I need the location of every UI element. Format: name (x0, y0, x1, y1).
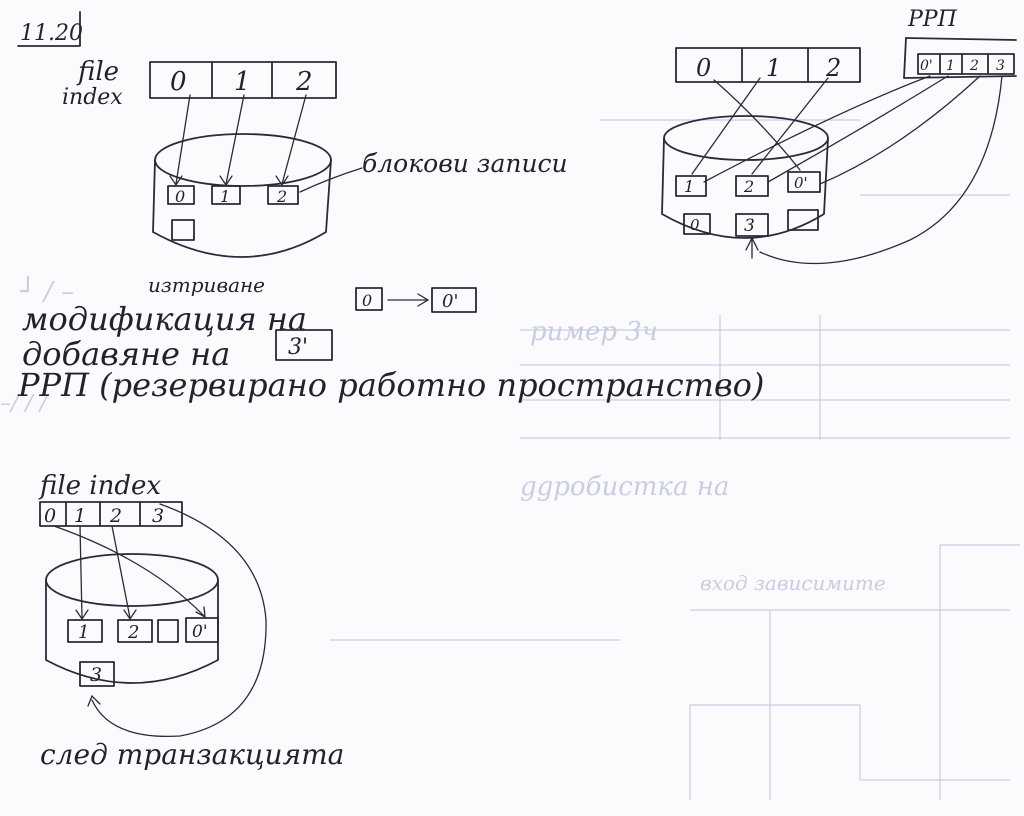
svg-text:┘ ∕ –: ┘ ∕ – (19, 275, 74, 307)
disk-block-2: 2 (276, 187, 287, 206)
file-index-array-right: 0 1 2 (675, 47, 861, 83)
bottom-index-cell-2: 2 (109, 505, 122, 527)
right-index-cell-1: 1 (766, 54, 781, 82)
index-label: index (62, 85, 123, 110)
bottom-disk-cylinder (45, 553, 219, 684)
right-block-2: 2 (743, 177, 754, 196)
top-right-diagram: РРП 0 1 2 0' 1 2 3 1 (661, 7, 1017, 265)
bottom-block-0prime: 0' (192, 622, 208, 642)
rrp-array: 0' 1 2 3 (903, 37, 1017, 79)
bottom-disk-blocks: 1 2 0' 3 (67, 617, 219, 687)
addition-line: добавяне на (22, 335, 230, 373)
right-block-1: 1 (684, 177, 694, 196)
bottom-block-2: 2 (127, 622, 139, 643)
mod-to-box (431, 287, 477, 313)
bottom-diagram: file index 0 1 2 3 1 2 0' 3 (38, 471, 344, 771)
top-left-diagram: file index 0 1 2 0 1 2 (62, 57, 568, 258)
rrp-definition-line: РРП (резервирано работно пространство) (17, 366, 764, 404)
disk-cylinder (152, 133, 332, 258)
add-box (275, 329, 333, 361)
bottom-block-3: 3 (90, 664, 102, 686)
after-transaction-caption: след транзакцията (40, 738, 344, 771)
add-box-text: 3' (288, 335, 308, 360)
disk-block-1: 1 (220, 187, 230, 206)
rrp-label: РРП (907, 7, 958, 32)
right-index-cell-2: 2 (825, 54, 841, 82)
bottom-index-cell-1: 1 (74, 505, 86, 527)
index-cell-1: 1 (234, 67, 251, 97)
pointer-arrows (169, 94, 307, 187)
disk-blocks: 0 1 2 (167, 185, 299, 241)
rrp-cell-0: 0' (920, 58, 933, 74)
bleed-through-background: ┘ ∕ – –∕ ∕ ∕ ример 3ч ggробистка на вход… (0, 119, 1020, 800)
pointer-arrows-right (691, 75, 1003, 265)
svg-text:ggробистка на: ggробистка на (520, 472, 729, 502)
problem-number: 11.20 (17, 11, 83, 47)
annotation-leader (299, 167, 363, 193)
svg-text:вход зависимите: вход зависимите (700, 571, 886, 595)
bottom-index-cell-3: 3 (152, 505, 164, 527)
svg-text:–∕ ∕ ∕: –∕ ∕ ∕ (0, 391, 50, 416)
mod-from: 0 (362, 291, 372, 310)
mod-to: 0' (442, 291, 458, 312)
index-cell-2: 2 (295, 67, 313, 97)
bottom-file-index-label: file index (38, 471, 161, 501)
rrp-cell-1: 1 (946, 58, 955, 74)
block-records-annotation: блокови записи (362, 149, 568, 178)
problem-number-text: 11.20 (20, 21, 83, 46)
bottom-index-array: 0 1 2 3 (39, 501, 183, 527)
index-cell-0: 0 (170, 67, 187, 97)
deletion-word: изтриване (148, 273, 265, 297)
file-index-array: 0 1 2 (149, 61, 337, 99)
right-block-3: 3 (744, 216, 755, 236)
svg-text:ример 3ч: ример 3ч (530, 317, 658, 347)
modification-line: модификация на (22, 300, 307, 338)
bottom-pointer-arrows (53, 503, 267, 738)
file-label: file (76, 57, 119, 87)
right-index-cell-0: 0 (696, 54, 711, 82)
right-block-0prime: 0' (794, 174, 808, 192)
mod-arrow (387, 293, 430, 307)
notes: изтриване модификация на 0 0' добавяне н… (17, 273, 764, 404)
bottom-block-1: 1 (78, 622, 89, 643)
mod-from-box (355, 287, 383, 311)
rrp-cell-2: 2 (969, 58, 979, 74)
disk-block-0: 0 (175, 187, 185, 206)
rrp-cell-3: 3 (996, 58, 1005, 74)
bottom-index-cell-0: 0 (44, 505, 56, 527)
right-block-old-0: 0 (690, 216, 700, 234)
disk-blocks-right: 1 2 0' 0 3 (675, 171, 821, 237)
